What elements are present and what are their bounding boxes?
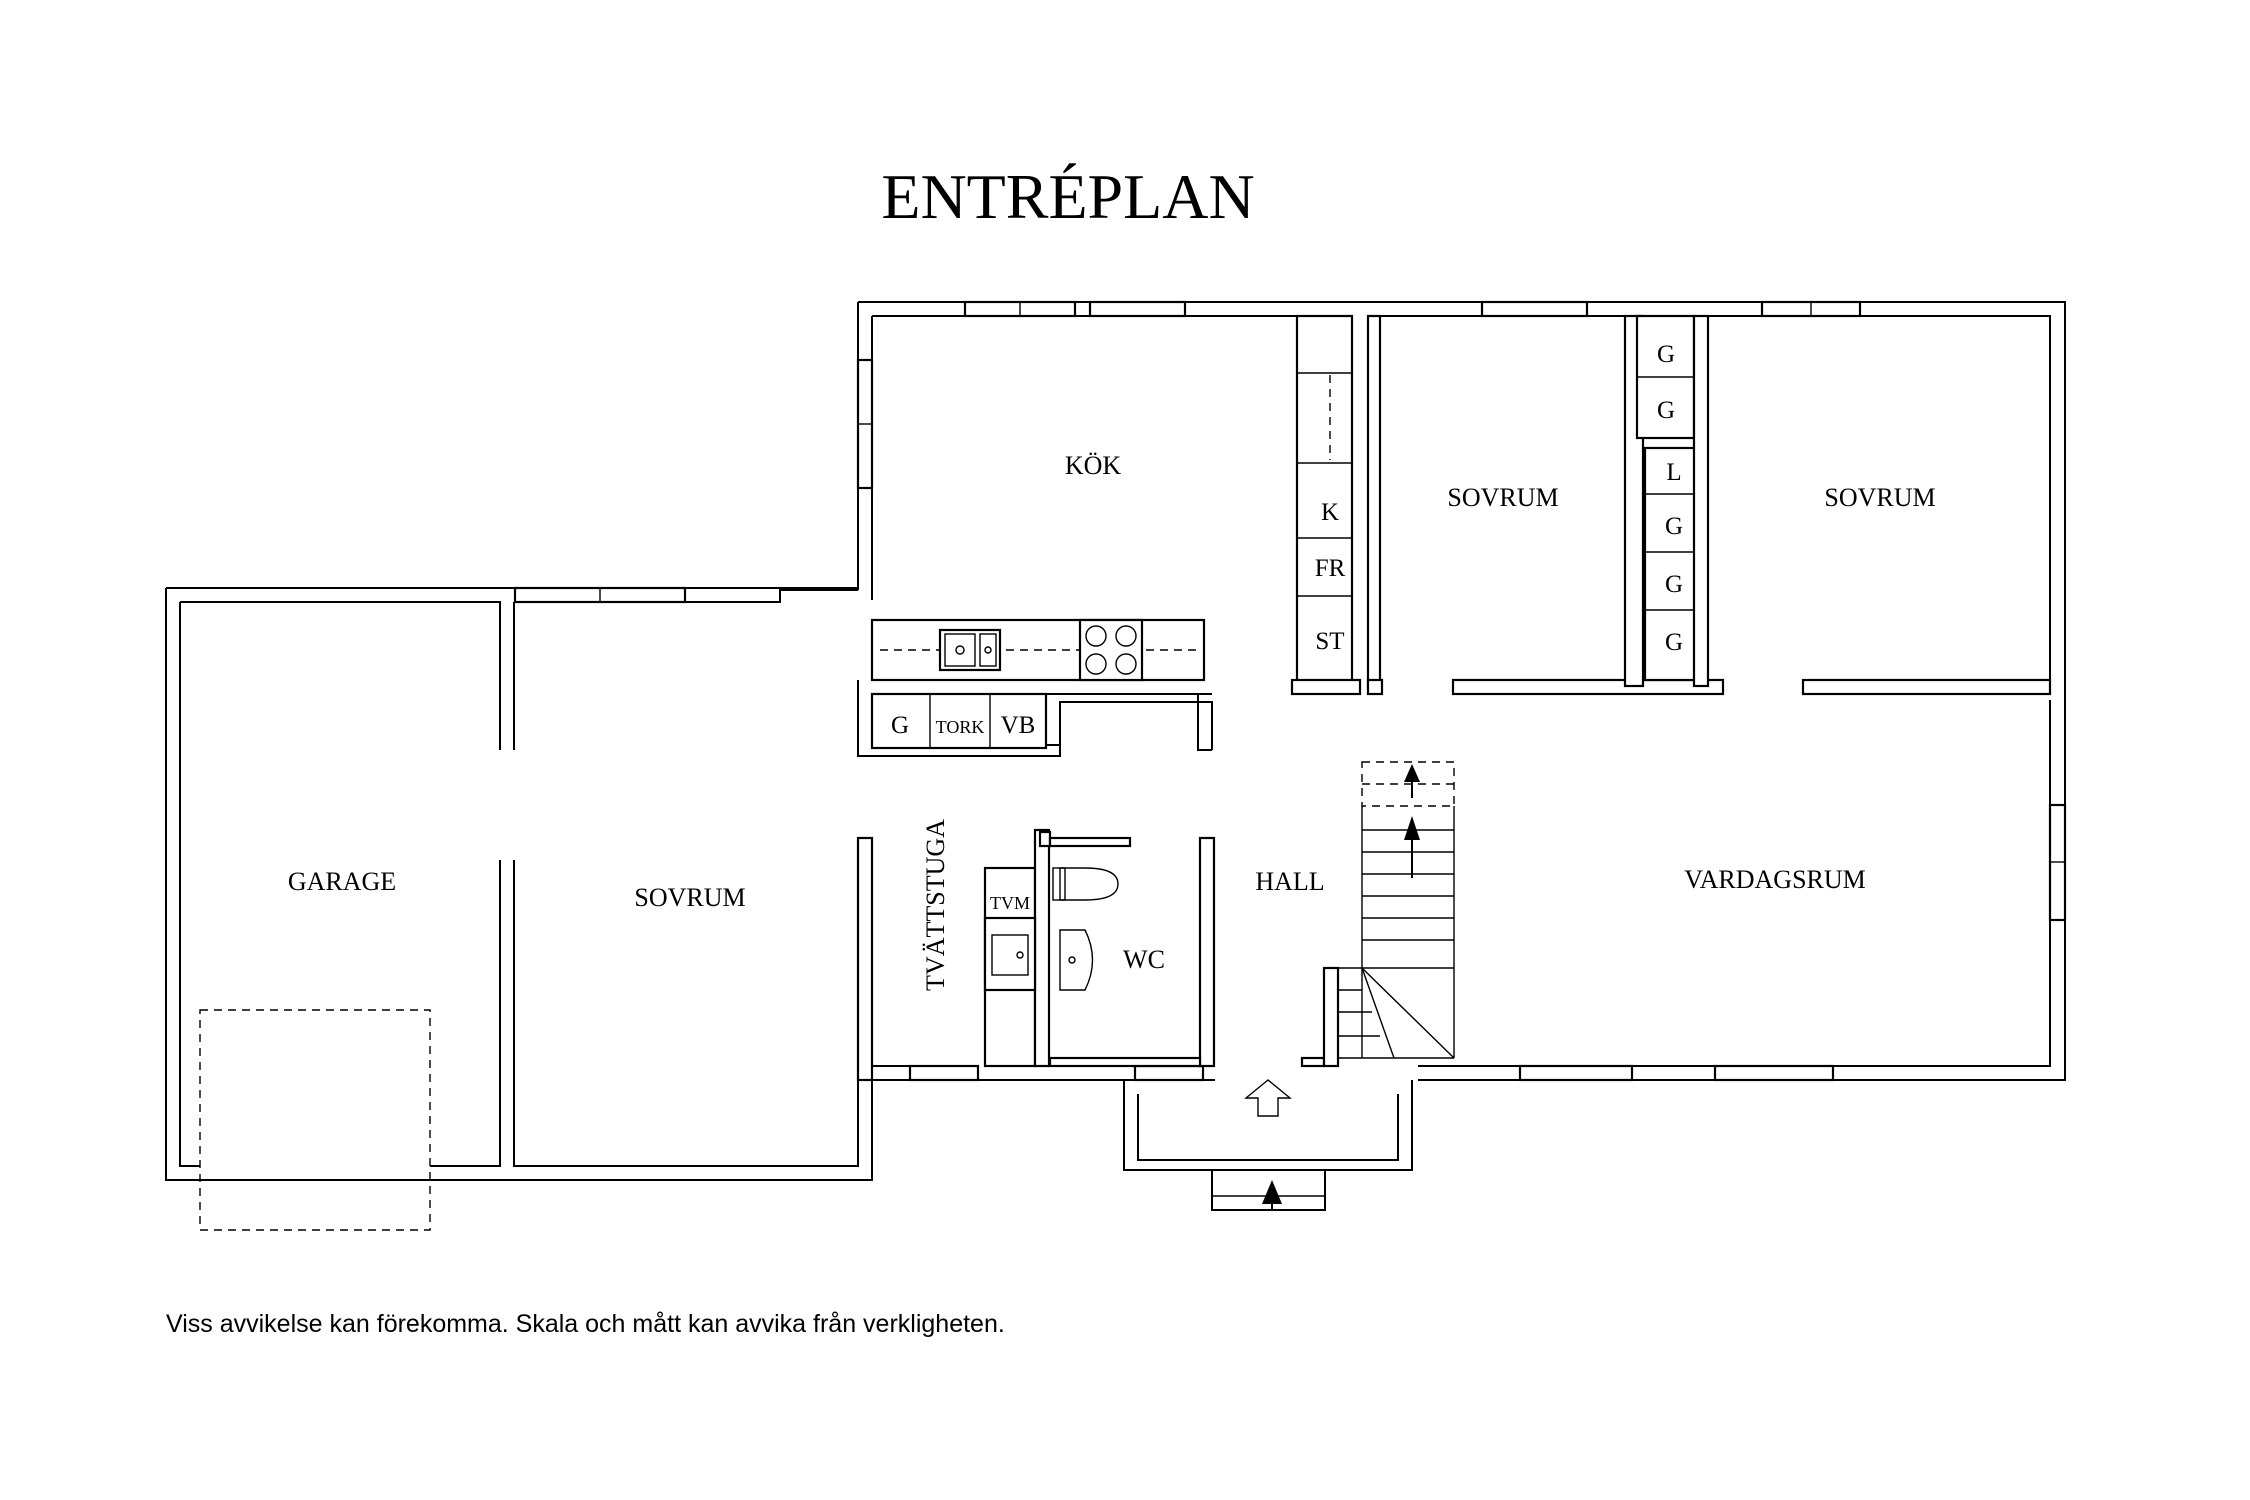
room-label-kok: KÖK [1065, 451, 1122, 480]
staircase [1338, 761, 1455, 1059]
fixture-label-wardrobe-g-1: G [1665, 513, 1683, 540]
wc-fixtures [1052, 867, 1119, 991]
fixture-label-laundry-g: G [891, 712, 909, 739]
fixture-label-wardrobe-g-2: G [1665, 571, 1683, 598]
fixture-label-vb: VB [1001, 712, 1036, 739]
entrance-porch [1123, 1079, 1413, 1211]
fixture-label-k: K [1321, 499, 1339, 526]
room-label-hall: HALL [1255, 867, 1324, 896]
garage-door-outline [199, 1009, 431, 1231]
plan-title: ENTRÉPLAN [881, 161, 1254, 232]
laundry-fixtures [983, 916, 1037, 992]
fixture-label-tvm: TVM [990, 893, 1030, 913]
fixture-labels: K FR ST G TORK VB TVM G G L G G G [891, 341, 1683, 913]
room-label-sovrum-1: SOVRUM [1447, 483, 1558, 512]
room-label-tvattstuga: TVÄTTSTUGA [921, 819, 950, 991]
room-label-sovrum-3: SOVRUM [634, 883, 745, 912]
room-label-vardagsrum: VARDAGSRUM [1684, 865, 1866, 894]
fixture-label-fr: FR [1315, 555, 1346, 582]
disclaimer-text: Viss avvikelse kan förekomma. Skala och … [166, 1310, 1005, 1338]
fixture-label-st: ST [1315, 628, 1344, 655]
fixture-label-tork: TORK [936, 717, 985, 737]
fixture-label-wardrobe-g-3: G [1665, 629, 1683, 656]
windows [513, 300, 2067, 1082]
room-label-wc: WC [1123, 945, 1165, 974]
room-label-sovrum-2: SOVRUM [1824, 483, 1935, 512]
fixture-label-wardrobe-l: L [1666, 459, 1681, 486]
room-labels: KÖK SOVRUM SOVRUM GARAGE SOVRUM TVÄTTSTU… [288, 451, 1936, 991]
fixture-label-wardrobe-top-1: G [1657, 341, 1675, 368]
outer-walls [165, 301, 2066, 1181]
room-label-garage: GARAGE [288, 867, 396, 896]
fixture-label-wardrobe-top-2: G [1657, 397, 1675, 424]
